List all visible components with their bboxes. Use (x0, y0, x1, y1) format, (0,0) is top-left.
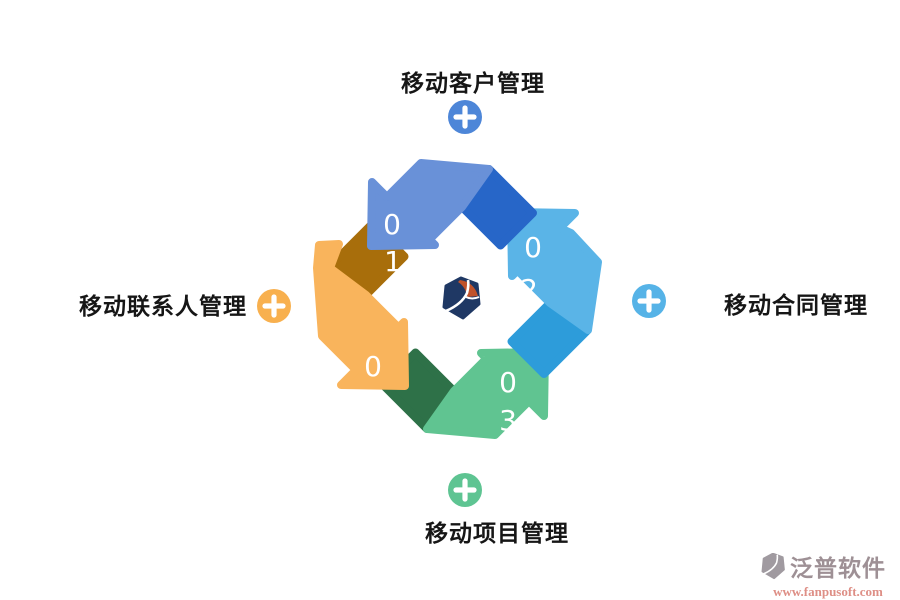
step-number-digit: 0 (364, 350, 382, 383)
watermark-glyph-hexagon (761, 552, 785, 579)
watermark-url[interactable]: www.fanpusoft.com (773, 584, 883, 599)
ribbon-bottom-light-arrow (423, 348, 549, 439)
watermark-brand: 泛普软件 (790, 555, 886, 581)
step-number-digit: 0 (499, 366, 517, 399)
node-label-contract: 移动合同管理 (724, 292, 868, 318)
plus-icon[interactable] (447, 472, 483, 508)
node-label-project: 移动项目管理 (425, 520, 569, 546)
node-label-contact: 移动联系人管理 (79, 293, 247, 319)
plus-icon[interactable] (631, 283, 667, 319)
watermark: 泛普软件 www.fanpusoft.com (760, 549, 896, 600)
plus-glyph (453, 478, 477, 502)
ribbon-top (367, 159, 537, 250)
ribbon-left-light-arrow (313, 240, 409, 390)
plus-glyph (637, 289, 661, 313)
step-number-digit: 1 (384, 245, 402, 278)
plus-glyph (262, 294, 286, 318)
plus-icon[interactable] (256, 288, 292, 324)
ribbon-right-light-arrow (507, 208, 602, 334)
step-number-digit: 4 (364, 387, 382, 420)
fanpu-watermark-icon (761, 552, 785, 579)
ribbon-right (507, 208, 602, 378)
step-number-digit: 0 (383, 208, 401, 241)
step-number-digit: 0 (524, 231, 542, 264)
watermark-glyph-swoosh (763, 554, 779, 575)
plus-icon[interactable] (447, 99, 483, 135)
logo-swoosh (445, 279, 470, 313)
fanpu-logo-icon (442, 276, 481, 320)
ribbon-top-light-arrow (367, 159, 493, 250)
logo-swoosh-2 (465, 296, 480, 300)
step-number-digit: 2 (520, 273, 538, 306)
plus-glyph (453, 105, 477, 129)
step-number-digit: 3 (499, 404, 517, 437)
node-label-customer: 移动客户管理 (401, 70, 545, 96)
ribbon-left (313, 220, 409, 390)
